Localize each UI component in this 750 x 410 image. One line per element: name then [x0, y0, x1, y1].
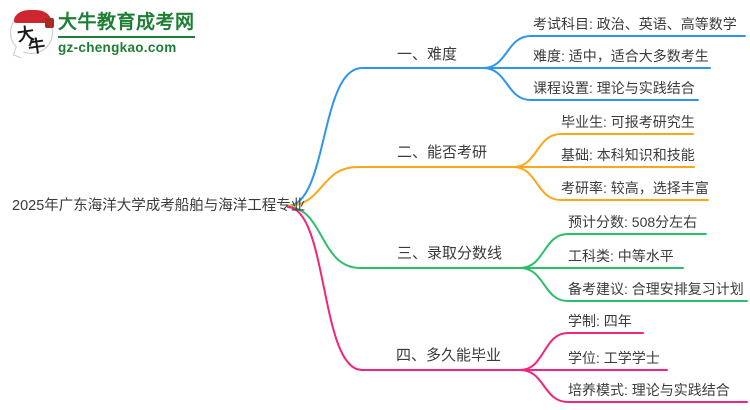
logo-red-seal-icon [45, 18, 54, 28]
branch-postgraduate: 二、能否考研 [397, 144, 488, 161]
leaf-training-mode: 培养模式: 理论与实践结合 [568, 382, 730, 398]
site-domain: gz-chengkao.com [58, 36, 195, 56]
leaf-postgrad-rate: 考研率: 较高，选择丰富 [561, 180, 709, 196]
leaf-exam-subjects: 考试科目: 政治、英语、高等数学 [533, 16, 737, 32]
leaf-engineering-level: 工科类: 中等水平 [568, 248, 674, 264]
site-logo: 大 牛 大牛教育成考网 gz-chengkao.com [10, 10, 195, 59]
site-title: 大牛教育成考网 [58, 12, 195, 33]
branch3-lines [287, 206, 748, 302]
branch1-lines [287, 35, 746, 207]
leaf-study-length: 学制: 四年 [568, 313, 632, 329]
root-topic: 2025年广东海洋大学成考船舶与海洋工程专业 [12, 198, 306, 214]
logo-red-hat-icon [14, 10, 51, 23]
leaf-course-setup: 课程设置: 理论与实践结合 [533, 80, 695, 96]
branch-admission-score: 三、录取分数线 [397, 245, 503, 262]
leaf-foundation: 基础: 本科知识和技能 [561, 147, 695, 163]
leaf-expected-score: 预计分数: 508分左右 [568, 214, 698, 230]
branch-difficulty: 一、难度 [397, 46, 458, 63]
leaf-difficulty-level: 难度: 适中，适合大多数考生 [533, 48, 709, 64]
leaf-degree: 学位: 工学学士 [568, 350, 660, 366]
branch4-lines [287, 206, 748, 403]
logo-bubble-icon: 大 牛 [10, 10, 54, 59]
leaf-graduates-eligible: 毕业生: 可报考研究生 [561, 114, 695, 130]
branch2-lines [287, 133, 709, 207]
leaf-prep-advice: 备考建议: 合理安排复习计划 [568, 281, 744, 297]
branch-graduation-time: 四、多久能毕业 [396, 347, 502, 364]
